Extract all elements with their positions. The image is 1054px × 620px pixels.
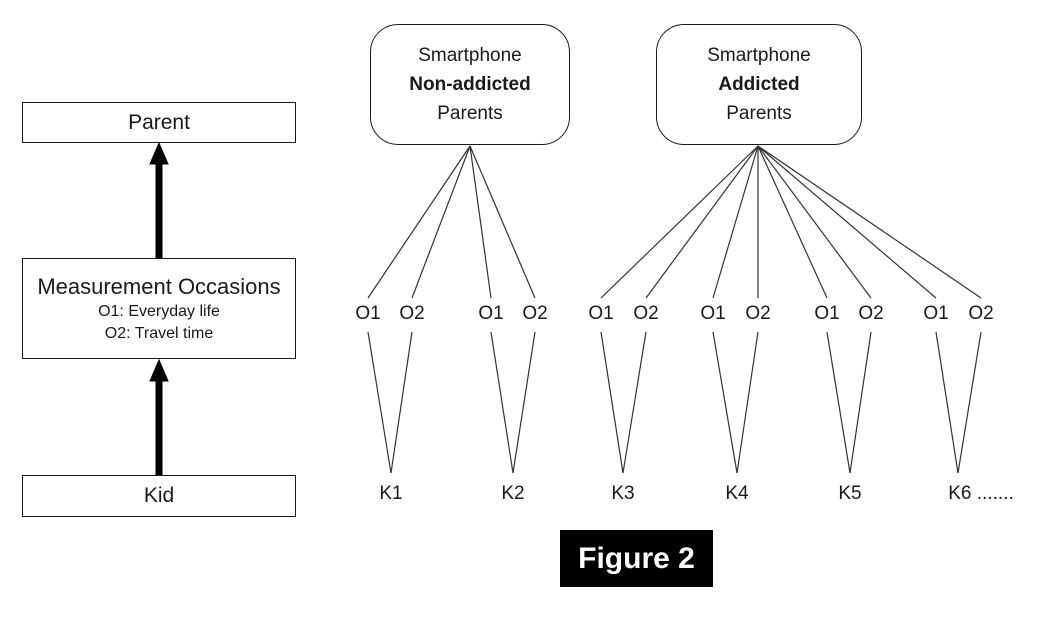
kid-label: K4 <box>725 483 749 504</box>
group-line-2: Addicted <box>718 74 800 95</box>
occasion-label: O1 <box>355 303 381 324</box>
measurement-occasions-box: Measurement Occasions O1: Everyday life … <box>22 258 296 359</box>
parent-box: Parent <box>22 102 296 143</box>
occasion-label: O2 <box>522 303 548 324</box>
kid-label: K1 <box>379 483 403 504</box>
kid-to-measurement-arrow <box>149 358 169 475</box>
non-addicted-parents-box: Smartphone Non-addicted Parents <box>370 24 570 145</box>
measurement-to-parent-arrow <box>149 141 169 260</box>
group-line-3: Parents <box>437 103 503 124</box>
occasion-label: O1 <box>588 303 614 324</box>
occasion-label: O1 <box>700 303 726 324</box>
occasion-label: O1 <box>478 303 504 324</box>
figure-caption-text: Figure 2 <box>578 541 695 575</box>
occasion-label: O1 <box>923 303 949 324</box>
occasion-label: O2 <box>745 303 771 324</box>
occasion-label: O1 <box>814 303 840 324</box>
figure-caption: Figure 2 <box>560 530 713 587</box>
group-line-1: Smartphone <box>707 45 811 66</box>
measurement-occasions-title: Measurement Occasions <box>37 274 281 299</box>
addicted-parents-box: Smartphone Addicted Parents <box>656 24 862 145</box>
addicted-fan-lines <box>600 145 982 299</box>
occasion-1-definition: O1: Everyday life <box>98 303 220 320</box>
kid-box: Kid <box>22 475 296 517</box>
kid-label: K3 <box>611 483 635 504</box>
occasion-2-definition: O2: Travel time <box>104 325 214 342</box>
kid-label: K5 <box>838 483 862 504</box>
occasion-label: O2 <box>633 303 659 324</box>
kid-box-label: Kid <box>143 484 175 507</box>
group-line-3: Parents <box>726 103 792 124</box>
occasion-label: O2 <box>968 303 994 324</box>
parent-box-label: Parent <box>128 110 190 134</box>
group-line-1: Smartphone <box>418 45 522 66</box>
occasion-label: O2 <box>858 303 884 324</box>
kid-label: K6 ....... <box>948 483 1014 504</box>
kid-label: K2 <box>501 483 525 504</box>
occasion-label: O2 <box>399 303 425 324</box>
group-line-2: Non-addicted <box>409 74 531 95</box>
occasion-to-kid-lines <box>367 331 982 474</box>
non-addicted-fan-lines <box>367 145 536 299</box>
